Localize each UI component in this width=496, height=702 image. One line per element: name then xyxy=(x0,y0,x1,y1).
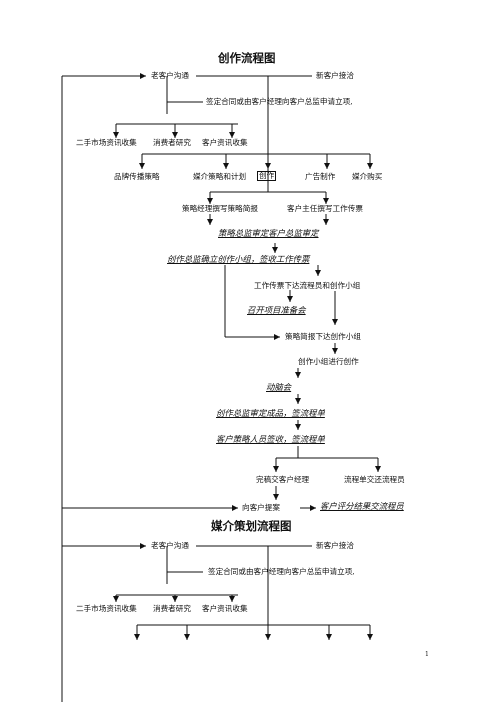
flow1-kickoff-node: 召开项目准备会 xyxy=(247,305,306,315)
flow1-brainstorm-node: 动脑会 xyxy=(266,382,292,392)
flow2-title: 媒介策划流程图 xyxy=(211,519,292,533)
flow2-contract-node: 签定合同或由客户经理向客户总监申请立项, xyxy=(208,567,355,576)
flow1-ad-production-node: 广告制作 xyxy=(305,172,336,181)
flow1-brand-strategy-node: 品牌传播策略 xyxy=(114,172,160,181)
flow1-review-node: 策略总监审定客户总监审定 xyxy=(218,228,319,238)
flow1-media-strategy-node: 媒介策略和计划 xyxy=(193,172,247,181)
flow1-research-secondary-node: 二手市场资讯收集 xyxy=(76,138,137,147)
flow2-new-client-node: 新客户接洽 xyxy=(316,541,354,550)
flow1-finalize-node: 创作总监审定成品，签流程单 xyxy=(216,408,325,418)
flow2-research-secondary-node: 二手市场资讯收集 xyxy=(76,604,137,613)
flow2-research-client-node: 客户资讯收集 xyxy=(202,604,248,613)
flow1-ticket-down-node: 工作传票下达流程员和创作小组 xyxy=(254,281,361,290)
flow1-old-client-node: 老客户沟通 xyxy=(151,71,189,80)
flow2-old-client-node: 老客户沟通 xyxy=(151,541,189,550)
flow1-research-consumer-node: 消费者研究 xyxy=(153,138,191,147)
flow1-creative-node: 创作 xyxy=(257,171,277,181)
flow1-new-client-node: 新客户接洽 xyxy=(316,71,354,80)
flow2-research-consumer-node: 消费者研究 xyxy=(153,604,191,613)
flow1-research-client-node: 客户资讯收集 xyxy=(202,138,248,147)
flow1-strategy-brief-node: 策略经理撰写策略简报 xyxy=(182,204,258,213)
flow1-title: 创作流程图 xyxy=(218,51,276,65)
flow1-work-ticket-node: 客户主任撰写工作传票 xyxy=(287,204,363,213)
flow1-return-sheet-node: 流程单交还流程员 xyxy=(344,475,405,484)
flow1-brief-down-node: 策略简报下达创作小组 xyxy=(285,332,361,341)
flow1-proposal-node: 向客户提案 xyxy=(242,503,280,512)
flow1-team-node: 创作总监确立创作小组，签收工作传票 xyxy=(167,254,310,264)
flow1-evaluation-node: 客户评分结果交流程员 xyxy=(320,501,404,511)
flow1-contract-node: 签定合同或由客户经理向客户总监申请立项, xyxy=(206,97,353,106)
flow1-creating-node: 创作小组进行创作 xyxy=(298,357,359,366)
flow1-to-manager-node: 完稿交客户经理 xyxy=(256,475,310,484)
page-number: 1 xyxy=(425,651,429,658)
flow1-client-sign-node: 客户策略人员签收，签流程单 xyxy=(216,434,325,444)
flow1-media-buying-node: 媒介购买 xyxy=(352,172,383,181)
